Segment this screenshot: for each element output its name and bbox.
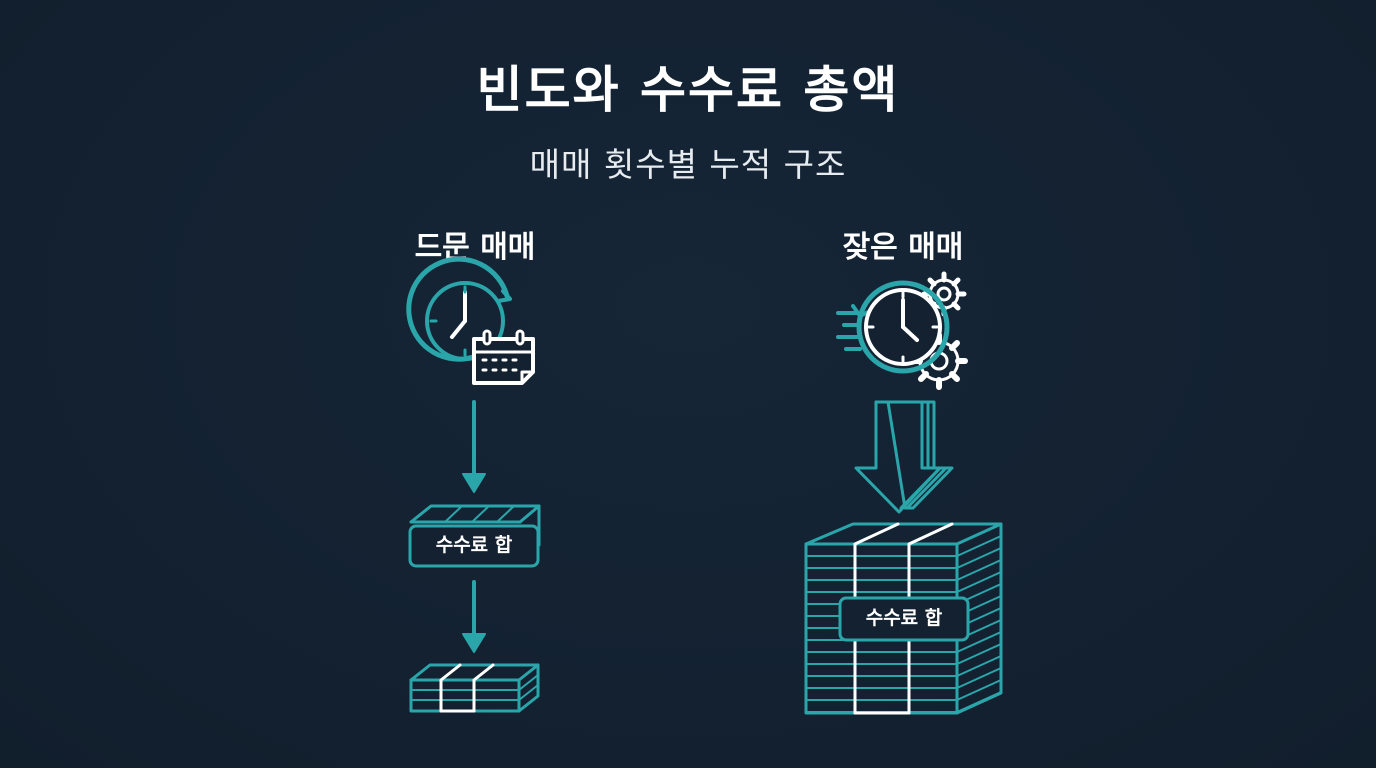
arrow-down-icon xyxy=(462,400,486,493)
stack-layer-side-line xyxy=(956,667,1002,689)
left-fee-stack xyxy=(408,504,541,568)
page-title: 빈도와 수수료 총액 xyxy=(476,61,900,119)
stack-layer-side-line xyxy=(956,691,1002,713)
stack-layer-side-line xyxy=(956,643,1002,665)
large-arrow-down-icon xyxy=(854,400,954,514)
stack-layer-side-line xyxy=(956,535,1002,557)
stack-layer-side-line xyxy=(956,655,1002,677)
right-fee-label: 수수료 합 xyxy=(865,607,943,629)
stack-layer-side-line xyxy=(956,571,1002,593)
stack-layer-side-line xyxy=(956,631,1002,653)
page-subtitle: 매매 횟수별 누적 구조 xyxy=(529,145,847,184)
stack-layer-side-line xyxy=(956,559,1002,581)
stack-layer-side-line xyxy=(956,679,1002,701)
left-small-stack xyxy=(409,663,540,713)
left-column-label: 드문 매매 xyxy=(414,230,536,265)
right-fee-stack xyxy=(804,522,1003,715)
right-column-label: 잦은 매매 xyxy=(842,230,964,265)
stack-layer-side-line xyxy=(956,547,1002,569)
clock-icon xyxy=(406,256,512,362)
calendar-icon xyxy=(472,329,535,385)
left-fee-label: 수수료 합 xyxy=(435,534,513,556)
fast-clock-icon xyxy=(836,280,950,374)
arrow-down-icon xyxy=(462,580,486,653)
